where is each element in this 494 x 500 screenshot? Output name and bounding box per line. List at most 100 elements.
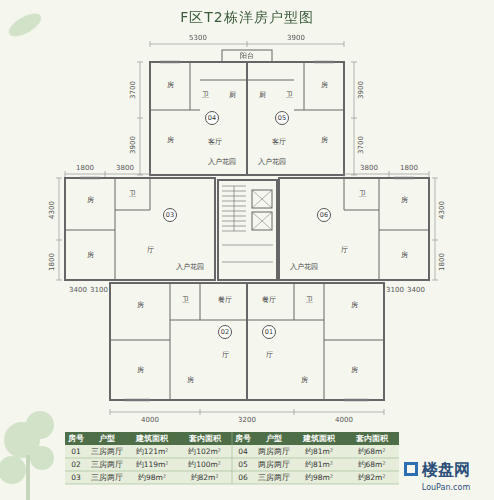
room-label: 厅 — [222, 352, 229, 359]
dimension: 3400 — [69, 287, 87, 294]
table-header: 房号 — [235, 435, 251, 443]
room-label: 入户花园 — [290, 264, 318, 271]
plan-stroke — [26, 411, 54, 439]
plan-stroke — [0, 456, 26, 484]
plan-stroke — [56, 178, 62, 280]
dimension: 3900 — [287, 35, 305, 42]
plan-stroke — [404, 462, 418, 476]
room-label: 入户花园 — [176, 264, 204, 271]
room-label: 入户花园 — [258, 159, 286, 166]
dimension: 5300 — [189, 35, 207, 42]
room-label: 房 — [87, 252, 94, 259]
room-label: 客厅 — [208, 139, 222, 146]
core — [218, 180, 277, 280]
table-header: 建筑面积 — [303, 435, 335, 443]
room-label: 房 — [321, 82, 328, 89]
table-header: 房号 — [68, 435, 84, 443]
plan-stroke — [137, 62, 143, 175]
room-label: 客厅 — [272, 139, 286, 146]
table-cell: 约81m² — [305, 461, 333, 469]
unit-number: 03 — [166, 212, 174, 219]
plan-stroke — [65, 432, 399, 484]
table-cell: 两房两厅 — [258, 461, 290, 469]
table-cell: 约100m² — [188, 461, 221, 469]
unit-number: 02 — [221, 329, 229, 336]
room-label: 房 — [401, 197, 408, 204]
dimension-lines — [56, 41, 438, 415]
table-cell: 01 — [71, 448, 81, 456]
room-label: 厅 — [341, 247, 348, 254]
plan-stroke — [432, 178, 438, 280]
plan-stroke — [65, 171, 150, 177]
plan-stroke — [5, 9, 44, 41]
table-cell: 约119m² — [136, 461, 169, 469]
table-cell: 三房两厅 — [91, 448, 123, 456]
table-header: 套内面积 — [189, 435, 221, 443]
table-cell: 03 — [71, 474, 81, 482]
table-cell: 三房两厅 — [91, 461, 123, 469]
dimension: 3900 — [130, 136, 137, 154]
dimension: 3700 — [358, 136, 365, 154]
table-cell: 04 — [238, 448, 248, 456]
table-cell: 约81m² — [305, 448, 333, 456]
room-label: 房 — [87, 197, 94, 204]
room-label: 卫 — [359, 191, 366, 198]
room-label: 房 — [137, 302, 144, 309]
room-label: 入户花园 — [208, 159, 236, 166]
watermark: LouPan.com — [422, 484, 470, 492]
room-label: 厅 — [147, 247, 154, 254]
room-label: 房 — [351, 302, 358, 309]
left-units — [65, 61, 247, 401]
unit-number-circle: 02 — [218, 325, 232, 339]
table-cell: 约82m² — [191, 474, 219, 482]
room-label: 厨 — [229, 92, 236, 99]
table-cell: 06 — [238, 474, 248, 482]
room-label: 厅 — [266, 352, 273, 359]
plan-stroke — [252, 212, 272, 230]
table-header: 套内面积 — [356, 435, 388, 443]
room-label: 卫 — [202, 92, 209, 99]
dimension: 4000 — [141, 417, 159, 424]
dimension: 3800 — [116, 165, 134, 172]
table-cell: 两房两厅 — [258, 448, 290, 456]
room-label: 餐厅 — [218, 297, 232, 304]
tree-decoration — [0, 9, 54, 500]
right-units — [247, 61, 429, 401]
plan-stroke — [351, 62, 357, 175]
dimension: 3100 — [90, 287, 108, 294]
room-label: 阳台 — [240, 53, 254, 60]
dimension: 4300 — [49, 201, 56, 219]
room-label: 房 — [167, 137, 174, 144]
plan-stroke — [222, 186, 246, 231]
plan-title: F区T2栋洋房户型图 — [0, 9, 494, 27]
dimension: 1800 — [400, 165, 418, 172]
unit-number-circle: 01 — [262, 325, 276, 339]
plan-stroke — [218, 180, 277, 280]
table-cell: 约82m² — [358, 474, 386, 482]
dimension: 3900 — [358, 81, 365, 99]
room-label: 卫 — [306, 297, 313, 304]
room-label: 房 — [137, 367, 144, 374]
room-label: 餐厅 — [262, 297, 276, 304]
room-label: 房 — [167, 82, 174, 89]
table-cell: 约68m² — [358, 461, 386, 469]
dimension: 4000 — [335, 417, 353, 424]
watermark: 楼盘网 — [422, 462, 470, 478]
unit-number-circle: 04 — [205, 111, 219, 125]
plan-stroke — [252, 190, 272, 208]
dimension: 4300 — [439, 201, 446, 219]
room-label: 房 — [301, 377, 308, 384]
room-label: 厨 — [259, 92, 266, 99]
plan-stroke — [252, 190, 272, 208]
dimension: 3800 — [360, 165, 378, 172]
table-cell: 02 — [71, 461, 81, 469]
table-cell: 约98m² — [305, 474, 333, 482]
plan-stroke — [407, 465, 415, 473]
dimension: 3100 — [386, 287, 404, 294]
plan-stroke — [26, 455, 30, 500]
table-cell: 约102m² — [188, 448, 221, 456]
room-label: 房 — [351, 367, 358, 374]
room-label: 房 — [321, 137, 328, 144]
table-cell: 约121m² — [136, 448, 169, 456]
unit-number-circle: 03 — [163, 208, 177, 222]
